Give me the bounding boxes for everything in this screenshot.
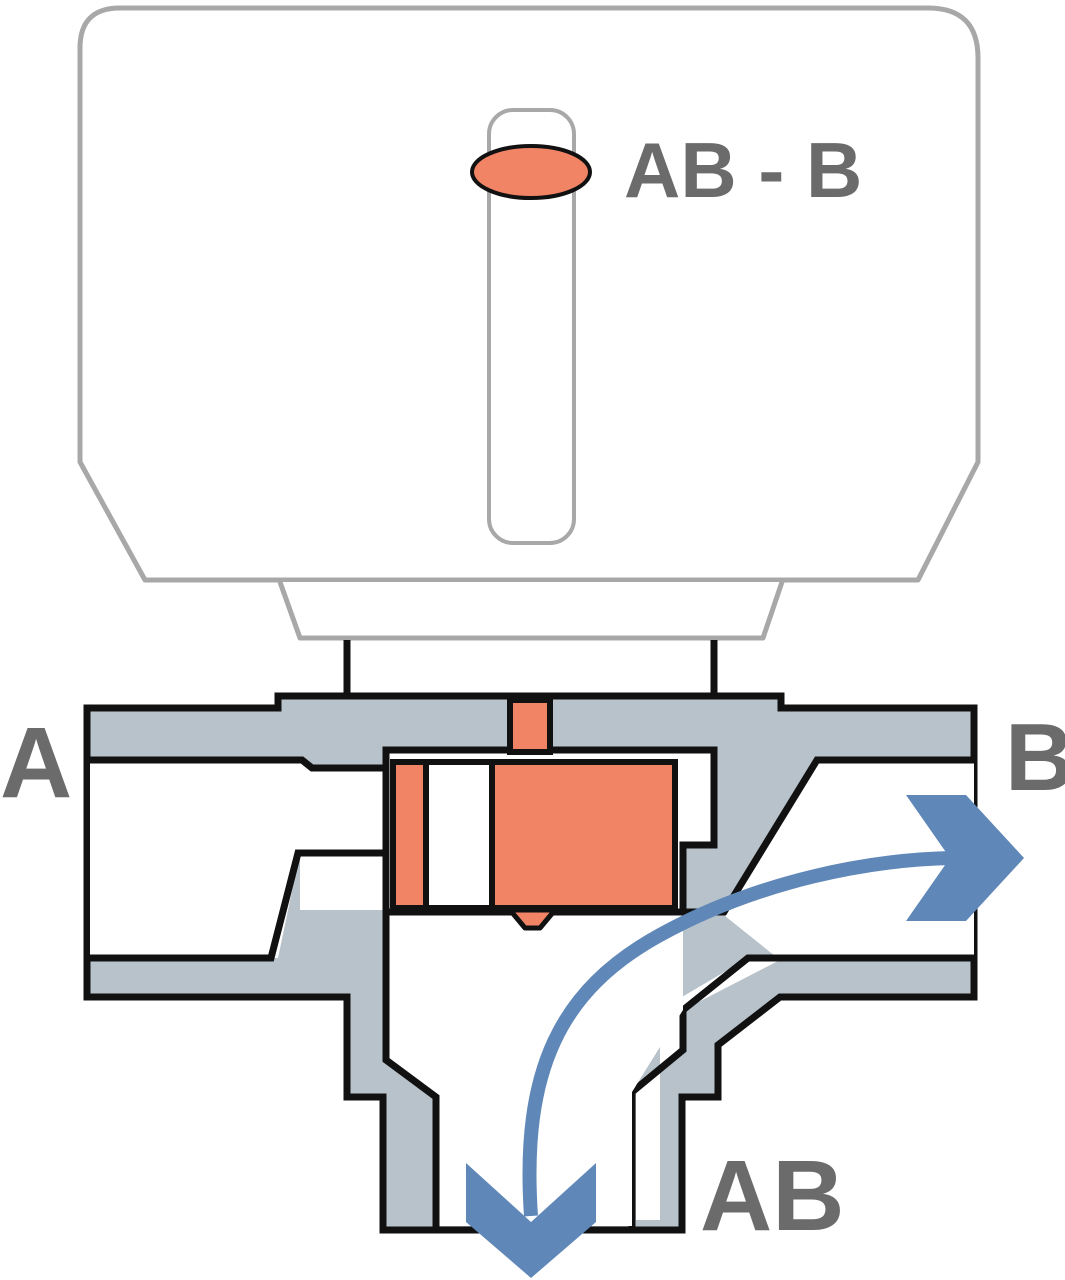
actuator: AB - B xyxy=(77,5,981,641)
mounting-posts xyxy=(343,640,718,696)
port-b-label: B xyxy=(1005,704,1065,811)
port-a-channel xyxy=(90,760,390,958)
port-a-upper-wall xyxy=(87,756,388,772)
indicator-slot xyxy=(487,108,576,545)
plug-left-band xyxy=(390,759,429,911)
plug-gap xyxy=(423,759,495,911)
valve-body xyxy=(83,692,978,1234)
flow-arrowhead-ab xyxy=(466,1163,596,1278)
port-b-channel xyxy=(636,760,974,1220)
port-ab-label: AB xyxy=(700,1140,844,1252)
plug-main-body xyxy=(489,759,678,911)
flow-arrow-curve xyxy=(522,851,951,1217)
position-indicator xyxy=(470,144,592,200)
ab-outlet-channel xyxy=(386,914,683,1226)
indicator-label: AB - B xyxy=(624,126,862,214)
ab-outlet-left-wall xyxy=(382,914,440,1230)
flow-arrow xyxy=(466,795,1024,1278)
valve-stem xyxy=(507,697,553,755)
port-a-label: A xyxy=(0,707,72,819)
actuator-collar xyxy=(277,581,785,641)
plug-tip xyxy=(507,907,558,931)
flow-arrowhead-b xyxy=(906,795,1024,921)
valve-plug xyxy=(390,759,678,931)
